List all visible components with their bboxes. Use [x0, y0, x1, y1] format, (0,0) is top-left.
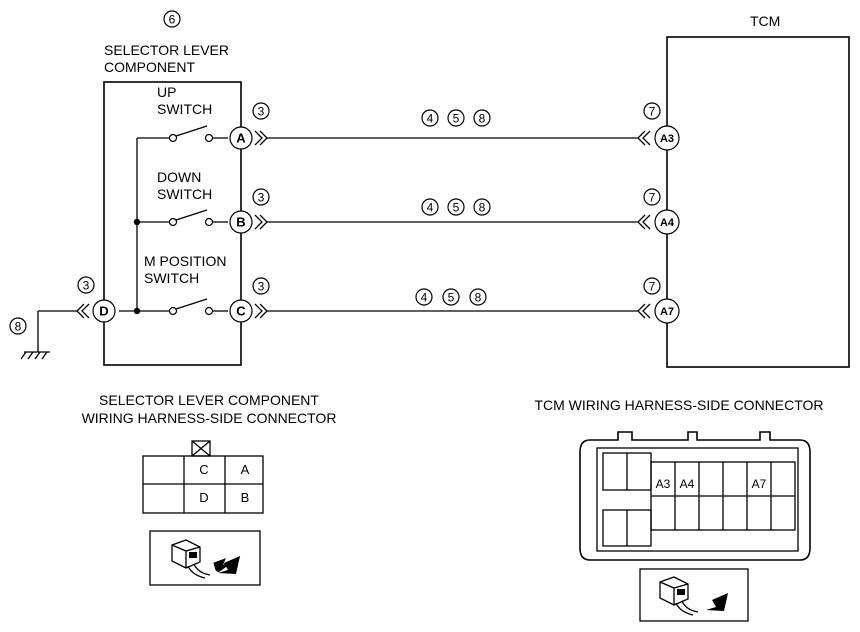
wire-callouts-m: 4 5 8 [415, 288, 487, 306]
callout-3-ground: 3 [77, 276, 95, 294]
down-switch-label-2: SWITCH [157, 186, 212, 202]
svg-text:8: 8 [479, 112, 486, 126]
wire-callouts-down: 4 5 8 [421, 198, 491, 216]
tcm-connector-marks [637, 130, 651, 319]
selector-title-line1: SELECTOR LEVER [104, 42, 229, 58]
svg-text:8: 8 [479, 201, 486, 215]
common-bus [119, 137, 170, 315]
svg-text:3: 3 [258, 191, 265, 205]
selector-cell-a: A [241, 462, 250, 477]
wire-callouts-up: 4 5 8 [421, 109, 491, 127]
svg-text:7: 7 [649, 105, 656, 119]
selector-connector-title-2: WIRING HARNESS-SIDE CONNECTOR [82, 410, 337, 426]
callout-7-a7: 7 [643, 277, 661, 295]
tcm-cell-a7: A7 [752, 477, 767, 491]
svg-text:D: D [99, 304, 108, 319]
svg-text:5: 5 [448, 291, 455, 305]
down-switch-symbol [168, 209, 228, 227]
svg-text:A7: A7 [660, 306, 674, 318]
m-position-switch-symbol [168, 298, 228, 316]
down-switch-label-1: DOWN [157, 169, 201, 185]
selector-connector-title-1: SELECTOR LEVER COMPONENT [99, 392, 319, 408]
ground-symbol [20, 310, 77, 360]
up-switch-label-1: UP [157, 84, 176, 100]
callout-7-a4: 7 [643, 188, 661, 206]
svg-text:3: 3 [258, 105, 265, 119]
svg-text:7: 7 [649, 191, 656, 205]
svg-text:8: 8 [15, 320, 22, 334]
tcm-terminal-a4: A4 [654, 209, 680, 235]
selector-connector-face [142, 440, 264, 514]
svg-text:4: 4 [427, 112, 434, 126]
up-switch-label-2: SWITCH [157, 101, 212, 117]
tcm-cell-a3: A3 [656, 477, 671, 491]
svg-text:A4: A4 [660, 217, 675, 229]
svg-text:A: A [236, 131, 246, 146]
terminal-d: D [92, 299, 116, 323]
svg-text:7: 7 [649, 280, 656, 294]
tcm-cell-a4: A4 [680, 477, 695, 491]
terminal-a: A [229, 126, 253, 150]
tcm-connector-title: TCM WIRING HARNESS-SIDE CONNECTOR [534, 397, 823, 413]
svg-text:5: 5 [453, 112, 460, 126]
tcm-terminal-a7: A7 [654, 298, 680, 324]
selector-cell-c: C [199, 462, 208, 477]
callout-8-ground: 8 [9, 317, 27, 335]
svg-text:A3: A3 [660, 133, 674, 145]
tcm-terminal-a3: A3 [654, 125, 680, 151]
selector-title-line2: COMPONENT [104, 59, 195, 75]
svg-text:6: 6 [169, 13, 176, 27]
tcm-connector-view-icon [639, 568, 749, 622]
svg-text:C: C [236, 304, 246, 319]
callout-3-down: 3 [252, 188, 270, 206]
m-switch-label-2: SWITCH [144, 270, 199, 286]
svg-text:3: 3 [258, 280, 265, 294]
tcm-title: TCM [750, 13, 780, 29]
tcm-connector-face [579, 431, 811, 561]
m-switch-label-1: M POSITION [144, 253, 226, 269]
terminal-b: B [229, 210, 253, 234]
terminal-c: C [229, 299, 253, 323]
svg-text:4: 4 [421, 291, 428, 305]
callout-3-up: 3 [252, 102, 270, 120]
selector-cell-b: B [241, 490, 250, 505]
selector-cell-d: D [199, 490, 208, 505]
svg-text:3: 3 [83, 279, 90, 293]
svg-text:B: B [236, 215, 245, 230]
selector-connector-view-icon [149, 530, 261, 586]
wires [267, 137, 638, 312]
up-switch-symbol [168, 125, 228, 143]
component-number-6: 6 [163, 10, 181, 28]
tcm-box [666, 36, 850, 368]
svg-text:5: 5 [453, 201, 460, 215]
svg-text:4: 4 [427, 201, 434, 215]
svg-text:8: 8 [475, 291, 482, 305]
callout-7-a3: 7 [643, 102, 661, 120]
callout-3-m: 3 [252, 277, 270, 295]
